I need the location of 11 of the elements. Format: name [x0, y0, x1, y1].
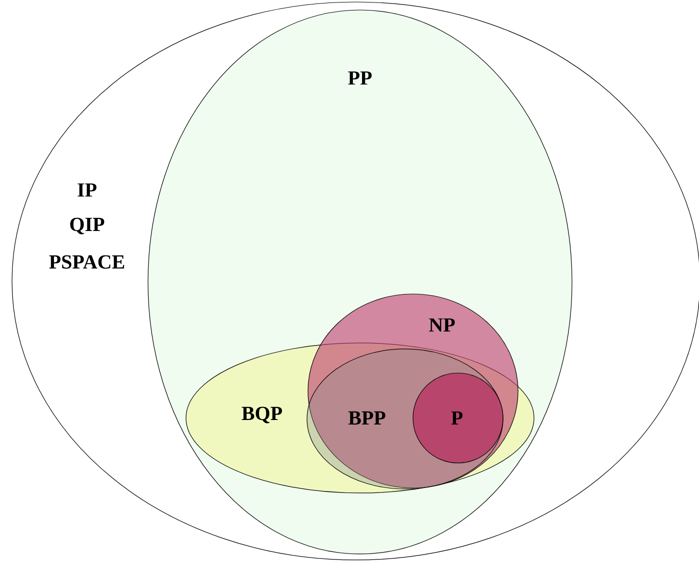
class-label: NP — [429, 318, 455, 332]
class-label: BQP — [242, 406, 282, 424]
class-label: QIP — [70, 218, 104, 234]
class-label: PP — [348, 71, 372, 85]
set-circle — [412, 372, 504, 464]
class-label: P — [451, 411, 463, 425]
class-label: BPP — [348, 411, 386, 425]
class-label: PSPACE — [49, 255, 124, 269]
set-ellipse — [306, 348, 504, 490]
set-ellipse — [308, 294, 518, 488]
class-label: IP — [78, 183, 96, 197]
